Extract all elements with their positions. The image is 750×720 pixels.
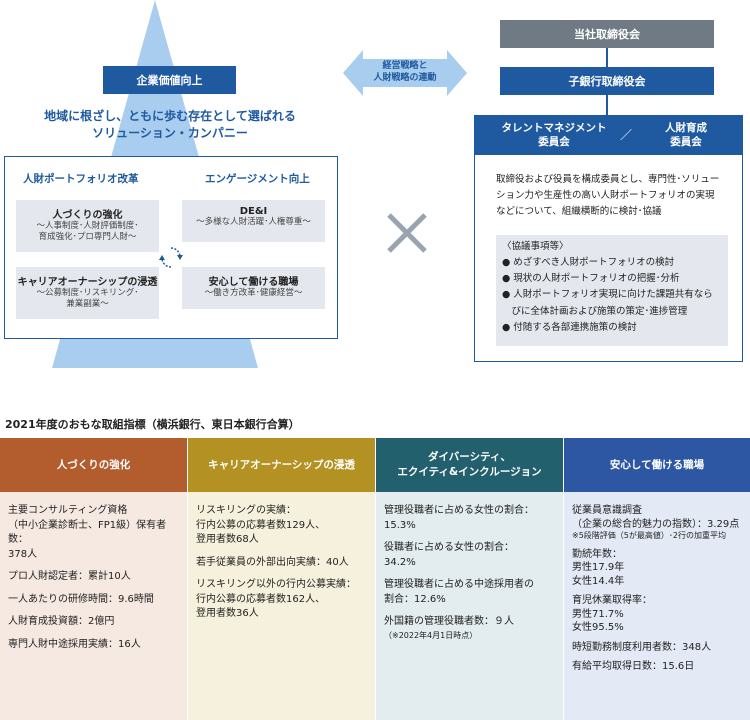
reform-label: 人財ポートフォリオ改革: [23, 173, 139, 185]
agenda-box: 〈協議事項等〉 ● めざすべき人財ポートフォリオの検討 ● 現状の人財ポートフォ…: [496, 235, 728, 346]
career-box: キャリアオーナーシップの浸透 ～公募制度･リスキリング･ 兼業副業～: [16, 267, 159, 319]
committee-header: タレントマネジメント 委員会 ／ 人財育成 委員会: [474, 115, 743, 155]
board-holding: 当社取締役会: [500, 20, 714, 48]
link-label: 経営戦略と 人財戦略の連動: [363, 60, 447, 84]
col-header-dei: ダイバーシティ、 エクイティ&インクルージョン: [376, 438, 563, 492]
committee-talent: タレントマネジメント 委員会: [501, 122, 607, 149]
hitozukuri-box: 人づくりの強化 ～人事制度･人財評価制度･ 育成強化･プロ専門人財～: [16, 200, 159, 252]
anshin-title: 安心して働ける職場: [208, 277, 299, 288]
committee-desc: 取締役および役員を構成委員とし、専門性･ソリュー ション力や生産性の高い人財ポー…: [496, 174, 720, 218]
hitozukuri-sub1: ～人事制度･人財評価制度･: [36, 221, 139, 231]
link-arrow: [343, 50, 467, 96]
agenda-item: ● 人財ポートフォリオ実現に向けた課題共有なら: [502, 289, 713, 301]
hitozukuri-sub2: 育成強化･プロ専門人財～: [38, 232, 137, 243]
anshin-sub: ～働き方改革･健康経営～: [204, 288, 303, 298]
board-connector-2: [606, 95, 608, 115]
agenda-title: 〈協議事項等〉: [502, 241, 569, 252]
col-body-anshin: 従業員意識調査 （企業の総合的魅力の指数）：3.29点 ※5段階評価（5が最高値…: [564, 492, 750, 720]
engagement-label: エンゲージメント向上: [205, 173, 310, 185]
portfolio-frame: 人財ポートフォリオ改革 エンゲージメント向上 人づくりの強化 ～人事制度･人財評…: [4, 156, 338, 339]
link-line2: 人財戦略の連動: [373, 73, 437, 84]
dei-box: DE&I ～多様な人財活躍･人権尊重～: [182, 200, 325, 242]
career-sub2: 兼業副業～: [66, 299, 109, 310]
dei-title: DE&I: [239, 206, 268, 217]
hitozukuri-title: 人づくりの強化: [52, 210, 123, 221]
col-body-hitozukuri: 主要コンサルティング資格 （中小企業診断士、FP1級）保有者数： 378人 プロ…: [0, 492, 187, 720]
col-header-hitozukuri: 人づくりの強化: [0, 438, 187, 492]
committee-development: 人財育成 委員会: [665, 122, 707, 149]
slogan-line2: ソリューション・カンパニー: [92, 126, 248, 141]
board-bank: 子銀行取締役会: [500, 67, 714, 95]
agenda-item: ● 現状の人財ポートフォリオの把握･分析: [502, 273, 680, 285]
dei-sub: ～多様な人財活躍･人権尊重～: [196, 217, 311, 227]
anshin-box: 安心して働ける職場 ～働き方改革･健康経営～: [182, 267, 325, 309]
cycle-arrows-icon: [159, 247, 183, 268]
col-header-career: キャリアオーナーシップの浸透: [188, 438, 375, 492]
col-header-anshin: 安心して働ける職場: [564, 438, 750, 492]
committee-separator: ／: [620, 128, 633, 142]
career-sub1: ～公募制度･リスキリング･: [36, 288, 139, 298]
col-body-dei: 管理役職者に占める女性の割合： 15.3% 役職者に占める女性の割合： 34.2…: [376, 492, 563, 720]
committee-panel: 取締役および役員を構成委員とし、専門性･ソリュー ション力や生産性の高い人財ポー…: [474, 155, 743, 362]
corporate-value-label: 企業価値向上: [103, 66, 236, 94]
agenda-item: びに全体計画および施策の策定･進捗管理: [502, 305, 688, 317]
agenda-item: ● 付随する各部連携施策の検討: [502, 321, 637, 333]
career-title: キャリアオーナーシップの浸透: [17, 277, 158, 288]
cross-icon: [387, 213, 427, 253]
slogan-line1: 地域に根ざし、ともに歩む存在として選ばれる: [44, 109, 296, 123]
board-connector-1: [606, 48, 608, 67]
slogan: 地域に根ざし、ともに歩む存在として選ばれる ソリューション・カンパニー: [20, 108, 320, 143]
agenda-item: ● めざすべき人財ポートフォリオの検討: [502, 257, 675, 269]
link-line1: 経営戦略と: [382, 61, 428, 71]
metrics-title: 2021年度のおもな取組指標（横浜銀行、東日本銀行合算）: [5, 418, 300, 431]
col-body-career: リスキリングの実績： 行内公募の応募者数129人、 登用者数68人 若手従業員の…: [188, 492, 375, 720]
